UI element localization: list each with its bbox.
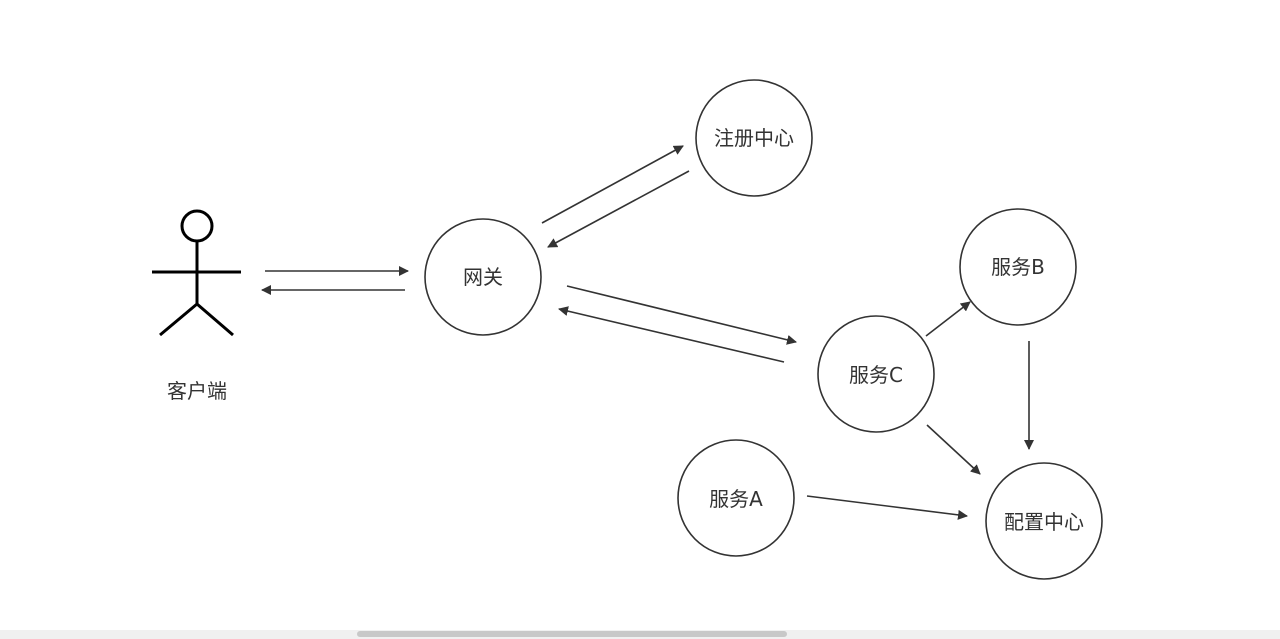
actor-right-leg — [196, 302, 234, 337]
edge-service-c-to-config — [926, 424, 981, 475]
edges — [261, 145, 1034, 520]
service-a-label: 服务A — [709, 487, 763, 511]
client-label: 客户端 — [167, 379, 227, 403]
gateway-label: 网关 — [463, 265, 503, 289]
config-circle — [985, 462, 1103, 580]
scrollbar-thumb[interactable] — [357, 631, 787, 637]
edge-registry-to-gateway — [547, 170, 690, 248]
registry-label: 注册中心 — [714, 126, 794, 150]
edge-service-c-to-gateway — [558, 306, 785, 363]
service-b-circle — [959, 208, 1077, 326]
edge-service-a-to-config — [806, 495, 968, 520]
node-gateway[interactable]: 网关 — [424, 218, 542, 336]
actor-left-leg — [159, 302, 198, 337]
node-config-center[interactable]: 配置中心 — [985, 462, 1103, 580]
service-c-label: 服务C — [849, 363, 903, 387]
registry-circle — [695, 79, 813, 197]
edge-gateway-to-registry — [541, 145, 684, 224]
node-service-a[interactable]: 服务A — [677, 439, 795, 557]
node-service-b[interactable]: 服务B — [959, 208, 1077, 326]
service-c-circle — [817, 315, 935, 433]
service-a-circle — [677, 439, 795, 557]
edge-gateway-to-service-c — [566, 285, 797, 345]
actor-head — [180, 209, 214, 243]
client-actor[interactable]: 客户端 — [152, 209, 241, 403]
gateway-circle — [424, 218, 542, 336]
node-registry[interactable]: 注册中心 — [695, 79, 813, 197]
horizontal-scrollbar[interactable] — [0, 630, 1280, 639]
edge-service-c-to-service-b — [925, 301, 971, 337]
config-label: 配置中心 — [1004, 510, 1084, 534]
service-b-label: 服务B — [991, 255, 1045, 279]
node-service-c[interactable]: 服务C — [817, 315, 935, 433]
